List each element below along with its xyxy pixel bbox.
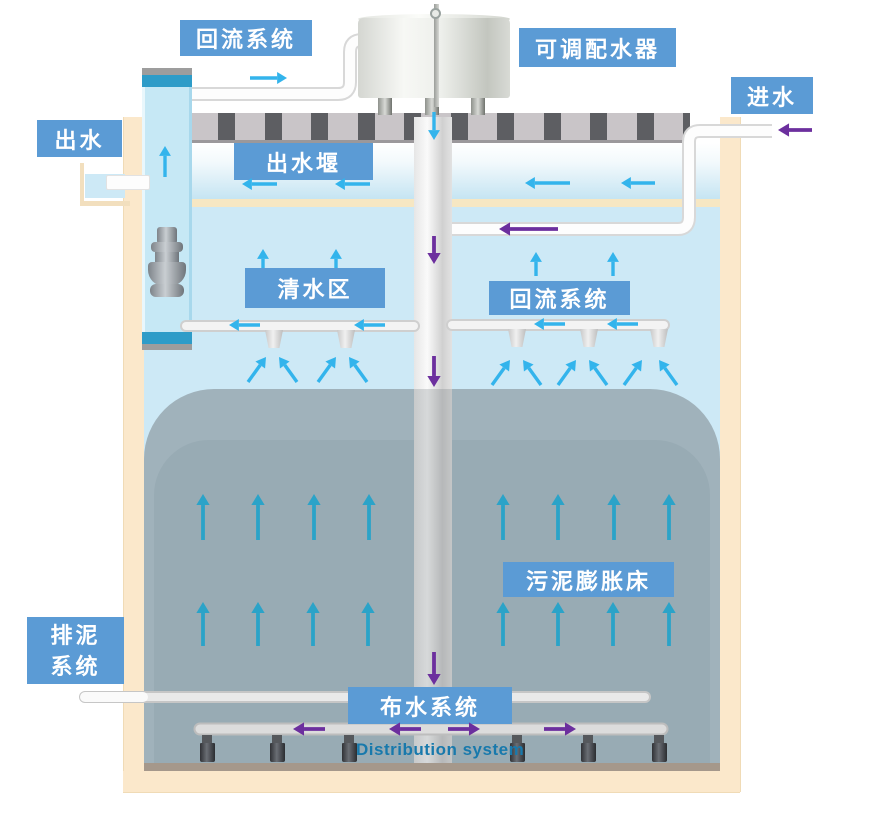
flow-arrow-cyan — [277, 72, 287, 84]
label-inlet: 进水 — [731, 77, 813, 114]
grating-slot — [450, 113, 468, 140]
tank-wall-left — [123, 117, 144, 792]
valve-stem — [157, 227, 177, 244]
distributor-rod-top — [430, 8, 441, 19]
distribution-nozzle — [512, 735, 522, 744]
collector-funnel — [337, 330, 355, 348]
collector-funnel — [265, 330, 283, 348]
label-effluent-weir: 出水堰 — [234, 143, 373, 180]
tank-wall-right — [720, 117, 741, 792]
label-clear-water-zone: 清水区 — [245, 268, 385, 308]
distribution-nozzle — [272, 735, 282, 744]
riser-band-top — [142, 75, 192, 87]
label-sludge-discharge-line1: 排泥 — [50, 622, 101, 648]
valve-ring — [150, 284, 184, 297]
label-reflux-system-mid: 回流系统 — [489, 281, 630, 315]
label-distribution-system-en: Distribution system — [356, 740, 525, 759]
grating-slot — [636, 113, 654, 140]
distribution-nozzle — [202, 735, 212, 744]
riser-check-valve — [148, 227, 186, 298]
label-sludge-discharge-system: 排泥 系统 — [27, 617, 124, 684]
tank-floor-line — [143, 763, 720, 771]
riser-cap — [142, 68, 192, 75]
label-sludge-discharge-line2: 系统 — [50, 653, 101, 679]
grating-slot — [683, 113, 690, 140]
collector-funnel — [580, 329, 598, 347]
grating-slot — [357, 113, 375, 140]
distribution-nozzle — [580, 743, 596, 762]
distribution-nozzle — [344, 735, 354, 744]
valve-neck — [155, 252, 179, 264]
drum-leg — [471, 97, 485, 115]
effluent-weir-box — [80, 163, 130, 206]
distribution-nozzle — [199, 743, 215, 762]
label-outlet: 出水 — [37, 120, 122, 157]
flow-arrow-purple — [778, 123, 790, 137]
drum-leg — [378, 97, 392, 115]
label-sludge-expansion-bed: 污泥膨胀床 — [503, 562, 674, 597]
distribution-nozzle — [509, 743, 525, 762]
distribution-nozzle — [654, 735, 664, 744]
riser-band-bottom — [142, 332, 192, 344]
grating-slot — [264, 113, 282, 140]
distribution-nozzle — [583, 735, 593, 744]
grating-slot — [543, 113, 561, 140]
distribution-nozzle — [341, 743, 357, 762]
distributor-rod — [434, 4, 439, 107]
distribution-nozzle — [269, 743, 285, 762]
grating-slot — [590, 113, 607, 140]
grating-slot — [497, 113, 514, 140]
collector-funnel — [508, 329, 526, 347]
label-water-distribution-system: 布水系统 — [348, 687, 512, 724]
riser-base — [142, 344, 192, 350]
valve-bell — [148, 262, 186, 286]
grating-slot — [311, 113, 328, 140]
tank-wall-bottom — [123, 771, 740, 793]
effluent-outlet-pipe — [106, 175, 150, 190]
distribution-nozzle — [651, 743, 667, 762]
label-reflux-system-top: 回流系统 — [180, 20, 312, 56]
label-adjustable-distributor: 可调配水器 — [519, 28, 676, 67]
effluent-riser — [142, 68, 192, 350]
valve-flange — [151, 242, 183, 252]
collector-funnel — [650, 329, 668, 347]
grating-slot — [218, 113, 235, 140]
